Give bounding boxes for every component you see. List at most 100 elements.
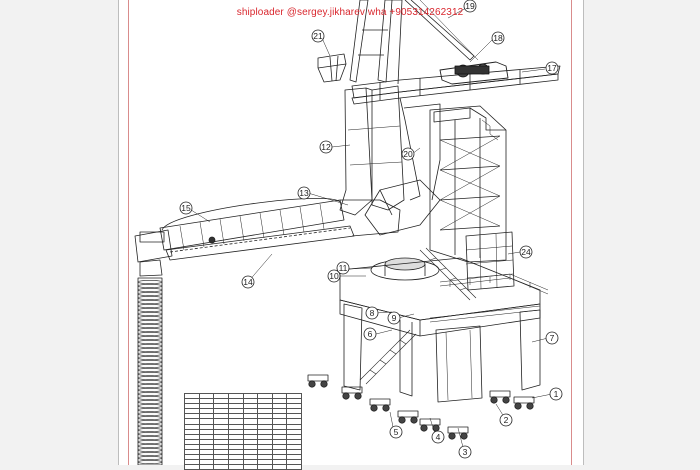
spout-ring [137,452,163,456]
callout-12: 12 [319,140,333,154]
svg-text:5: 5 [394,427,399,437]
slew-platform [339,257,541,337]
spout-ring [137,456,163,460]
spout-ring [137,296,163,300]
top-platform [351,61,561,105]
table-row [184,464,302,470]
spout-ring [137,460,163,464]
callouts: 19 18 17 21 12 20 13 15 14 24 11 10 8 9 … [179,0,563,459]
spout-ring [137,328,163,332]
callout-8: 8 [365,306,379,320]
bogie [341,386,363,400]
table-row [184,449,302,456]
callout-20: 20 [401,147,415,161]
callout-24: 24 [519,245,533,259]
spout-ring [137,324,163,328]
bogie [397,410,419,424]
spout-ring [137,292,163,296]
svg-text:13: 13 [299,188,309,198]
callout-1: 1 [549,387,563,401]
svg-text:6: 6 [368,329,373,339]
spout-ring [137,404,163,408]
spout-ring [137,400,163,404]
bogie [419,418,441,432]
callout-7: 7 [545,331,559,345]
table-row [184,433,302,440]
svg-text:10: 10 [329,271,339,281]
bogie [447,426,469,440]
spout-ring [137,300,163,304]
svg-text:14: 14 [243,277,253,287]
spout-ring [137,320,163,324]
spout-ring [137,336,163,340]
railings [429,273,549,323]
svg-text:8: 8 [370,308,375,318]
table-cell [242,464,259,470]
stairs [359,247,477,385]
callout-5: 5 [389,425,403,439]
spout-ring [137,436,163,440]
callout-19: 19 [463,0,477,13]
spout-ring [137,284,163,288]
callout-10: 10 [327,269,341,283]
svg-text:11: 11 [339,263,348,273]
svg-text:9: 9 [392,313,397,323]
spout-ring [137,348,163,352]
spout-ring [137,352,163,356]
table-cell [271,464,288,470]
portal-legs [343,303,541,403]
table-row [184,459,302,466]
svg-text:4: 4 [436,432,441,442]
table-cell [257,464,273,470]
svg-text:7: 7 [550,333,555,343]
spout-ring [137,356,163,360]
spout-ring [137,448,163,452]
svg-text:3: 3 [463,447,468,457]
bogie [369,398,391,412]
svg-text:18: 18 [493,33,503,43]
callout-6: 6 [363,327,377,341]
callout-11: 11 [336,261,350,275]
tower [339,85,441,236]
callout-4: 4 [431,430,445,444]
spout-ring [137,432,163,436]
callout-21: 21 [311,29,325,43]
spout-ring [137,416,163,420]
svg-text:20: 20 [403,149,413,159]
watermark-text: shiploader @sergey.jikharev wha +9053142… [236,7,464,18]
specification-table [184,392,302,470]
spout-ring [137,380,163,384]
spout-ring [137,332,163,336]
spout-ring [137,312,163,316]
svg-text:2: 2 [504,415,509,425]
hopper [317,53,347,83]
svg-text:1: 1 [554,389,559,399]
table-cell [286,464,302,470]
spout-ring [137,428,163,432]
svg-text:19: 19 [465,1,475,11]
callout-13: 13 [297,186,311,200]
svg-text:15: 15 [181,203,191,213]
svg-text:24: 24 [521,247,531,257]
spout-ring [137,280,163,284]
bogie [307,374,329,388]
spout-ring [137,364,163,368]
spout-ring [137,360,163,364]
spout-ring [137,316,163,320]
spout-ring [137,344,163,348]
table-cell [227,464,244,470]
svg-text:12: 12 [321,142,331,152]
spout-ring [137,420,163,424]
spout-ring [137,392,163,396]
table-row [184,392,302,400]
spout-ring [137,396,163,400]
callout-3: 3 [458,445,472,459]
conveyor-boom [134,197,401,263]
spout-ring [137,388,163,392]
table-cell [184,464,200,470]
bogie [513,396,535,410]
spout-ring [137,340,163,344]
callout-17: 17 [545,61,559,75]
svg-text:17: 17 [547,63,557,73]
